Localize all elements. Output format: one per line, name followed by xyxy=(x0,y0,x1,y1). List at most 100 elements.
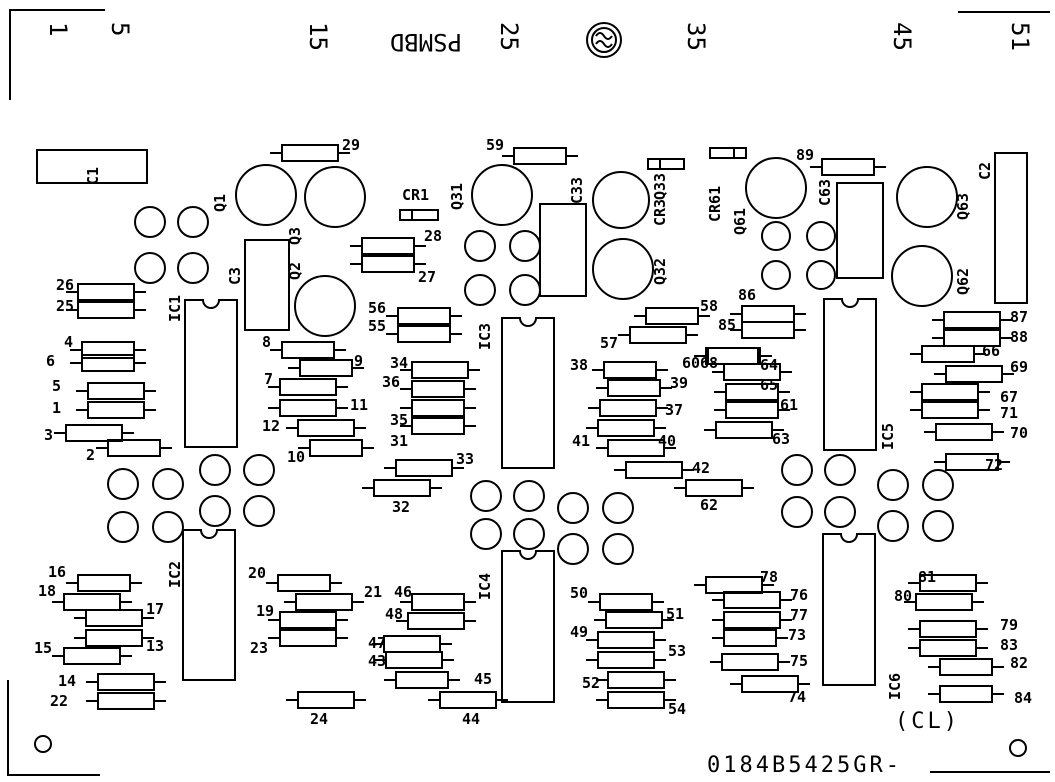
label-q61: Q61 xyxy=(731,208,749,235)
label-c63: C63 xyxy=(816,179,834,206)
resistor-label-18: 18 xyxy=(38,582,56,600)
resistor-label-11: 11 xyxy=(350,396,368,414)
resistor-label-69: 69 xyxy=(1010,358,1028,376)
diode-bodies xyxy=(399,147,747,221)
board-edge-top-left xyxy=(9,9,105,100)
edge-num-35: 35 xyxy=(682,22,710,51)
resistor-57 xyxy=(629,326,687,344)
resistor-label-32: 32 xyxy=(392,498,410,516)
resistor-label-82: 82 xyxy=(1010,654,1028,672)
label-q2: Q2 xyxy=(286,262,304,280)
resistor-51 xyxy=(605,611,663,629)
resistor-61 xyxy=(725,401,779,419)
resistor-44 xyxy=(439,691,497,709)
capacitor-c33 xyxy=(539,203,587,297)
resistor-82 xyxy=(939,658,993,676)
resistor-label-20: 20 xyxy=(248,564,266,582)
resistor-19 xyxy=(279,611,337,629)
resistor-label-85: 85 xyxy=(718,316,736,334)
resistor-label-77: 77 xyxy=(790,606,808,624)
resistor-33 xyxy=(395,459,453,477)
resistor-label-50: 50 xyxy=(570,584,588,602)
resistor-34 xyxy=(411,361,469,379)
resistor-71 xyxy=(921,401,979,419)
resistor-label-36: 36 xyxy=(382,373,400,391)
mounting-hole-right xyxy=(1009,739,1027,757)
resistor-84 xyxy=(939,685,993,703)
capacitor-c2 xyxy=(994,152,1028,304)
resistor-50 xyxy=(599,593,653,611)
resistor-label-43: 43 xyxy=(368,652,386,670)
resistor-79 xyxy=(919,620,977,638)
resistor-16 xyxy=(77,574,131,592)
resistor-label-31: 31 xyxy=(390,432,408,450)
label-q63: Q63 xyxy=(954,193,972,220)
resistor-85 xyxy=(741,321,795,339)
resistor-label-19: 19 xyxy=(256,602,274,620)
ic3-body xyxy=(501,317,555,469)
resistor-87 xyxy=(943,311,1001,329)
resistor-52 xyxy=(607,671,665,689)
board-edge-bottom-left xyxy=(7,680,100,776)
resistor-label-23: 23 xyxy=(250,639,268,657)
resistor-45 xyxy=(395,671,449,689)
resistor-label-58: 58 xyxy=(700,297,718,315)
capacitor-c3 xyxy=(244,239,290,331)
resistor-56 xyxy=(397,307,451,325)
resistor-label-6: 6 xyxy=(46,352,55,370)
resistor-label-79: 79 xyxy=(1000,616,1018,634)
resistor-label-57: 57 xyxy=(600,334,618,352)
resistor-8 xyxy=(281,341,335,359)
resistor-12 xyxy=(297,419,355,437)
resistor-11 xyxy=(279,399,337,417)
resistor-label-2: 2 xyxy=(86,446,95,464)
resistor-67 xyxy=(921,383,979,401)
resistor-label-72: 72 xyxy=(985,456,1003,474)
resistor-label-33: 33 xyxy=(456,450,474,468)
resistor-label-76: 76 xyxy=(790,586,808,604)
resistor-label-88: 88 xyxy=(1010,328,1028,346)
resistor-55 xyxy=(397,325,451,343)
resistor-label-21: 21 xyxy=(364,583,382,601)
resistor-18 xyxy=(63,593,121,611)
resistor-24 xyxy=(297,691,355,709)
resistor-label-28: 28 xyxy=(424,227,442,245)
resistor-label-52: 52 xyxy=(582,674,600,692)
resistor-label-13: 13 xyxy=(146,637,164,655)
resistor-label-84: 84 xyxy=(1014,689,1032,707)
resistor-label-61: 61 xyxy=(780,396,798,414)
label-c33: C33 xyxy=(568,177,586,204)
resistor-89 xyxy=(821,158,875,176)
ic5-body xyxy=(823,298,877,451)
label-ic4: IC4 xyxy=(476,573,494,600)
resistor-label-9: 9 xyxy=(354,352,363,370)
resistor-label-48: 48 xyxy=(385,605,403,623)
resistor-7 xyxy=(279,378,337,396)
resistor-label-59: 59 xyxy=(486,136,504,154)
resistor-3 xyxy=(65,424,123,442)
label-cr61: CR61 xyxy=(706,186,724,222)
resistor-43 xyxy=(385,651,443,669)
resistor-label-1: 1 xyxy=(52,399,61,417)
edge-finger-numbers: 1 5 15 25 35 45 51 xyxy=(44,22,1034,51)
resistor-label-65: 65 xyxy=(760,376,778,394)
resistor-label-62: 62 xyxy=(700,496,718,514)
resistor-label-10: 10 xyxy=(287,448,305,466)
resistor-9 xyxy=(299,359,353,377)
resistor-label-60: 60 xyxy=(682,354,700,372)
revision-code: (CL) xyxy=(895,709,960,734)
resistor-62 xyxy=(685,479,743,497)
resistor-21 xyxy=(295,593,353,611)
resistor-label-55: 55 xyxy=(368,317,386,335)
resistor-label-89: 89 xyxy=(796,146,814,164)
resistor-10 xyxy=(309,439,363,457)
resistor-label-47: 47 xyxy=(368,634,386,652)
resistor-label-78: 78 xyxy=(760,568,778,586)
resistor-26 xyxy=(77,283,135,301)
resistor-label-81: 81 xyxy=(918,568,936,586)
resistor-label-26: 26 xyxy=(56,276,74,294)
resistor-83 xyxy=(919,639,977,657)
resistor-label-44: 44 xyxy=(462,710,480,728)
resistor-41 xyxy=(597,419,655,437)
label-c2: C2 xyxy=(976,162,994,180)
